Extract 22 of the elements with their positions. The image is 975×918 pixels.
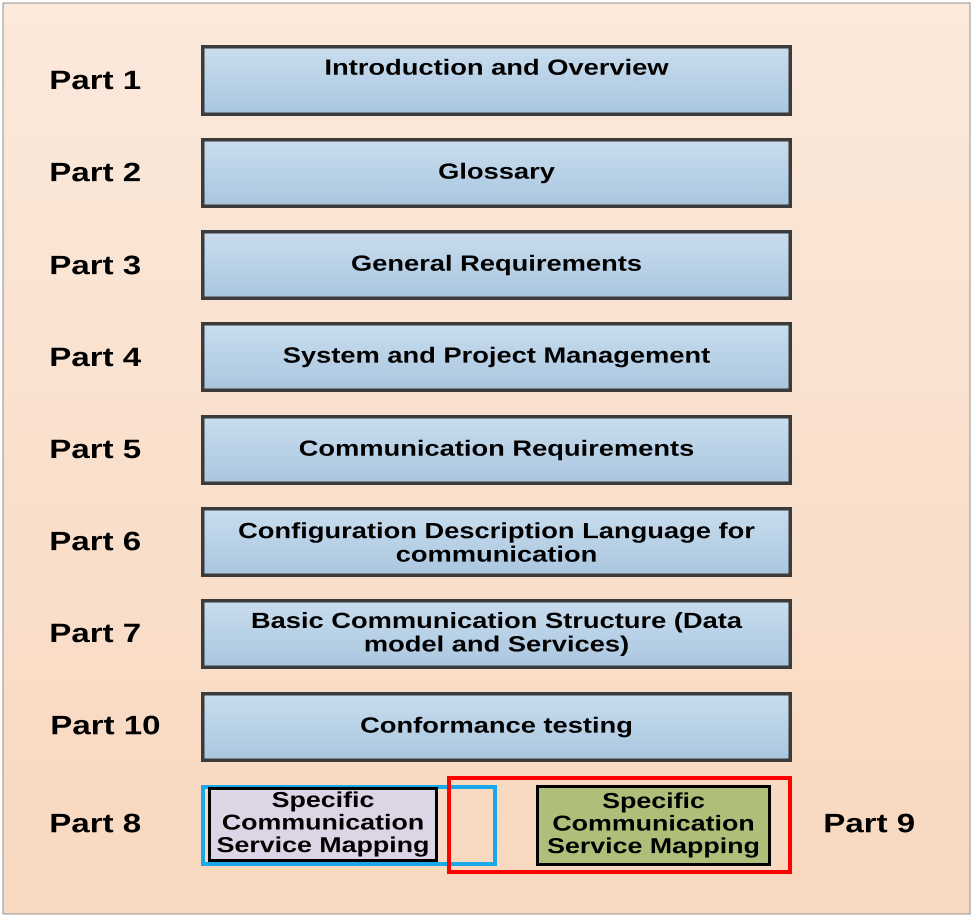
part-label: Part 4 xyxy=(51,348,141,366)
section-box: Basic Communication Structure (Data model and Services) xyxy=(201,599,792,669)
part-label: Part 1 xyxy=(51,70,140,90)
part-label: Part 9 xyxy=(826,814,914,832)
mapping-box: Specific Communication Service Mapping xyxy=(208,787,438,862)
section-box: Conformance testing xyxy=(201,692,792,762)
group-frame xyxy=(201,785,497,866)
section-box: Configuration Description Language for communication xyxy=(201,507,792,577)
part-label: Part 3 xyxy=(51,256,140,274)
part-label: Part 2 xyxy=(51,162,140,182)
section-box: System and Project Management xyxy=(201,322,792,392)
part-label: Part 8 xyxy=(51,814,140,832)
section-box: General Requirements xyxy=(201,230,792,300)
section-box: Glossary xyxy=(201,138,792,208)
part-label: Part 10 xyxy=(52,716,160,734)
group-frame xyxy=(447,776,792,874)
mapping-box: Specific Communication Service Mapping xyxy=(536,785,771,866)
part-label: Part 6 xyxy=(51,532,140,550)
part-label: Part 7 xyxy=(51,624,140,642)
part-label: Part 5 xyxy=(51,440,140,458)
section-box: Introduction and Overview xyxy=(201,45,792,116)
section-box: Communication Requirements xyxy=(201,415,792,485)
